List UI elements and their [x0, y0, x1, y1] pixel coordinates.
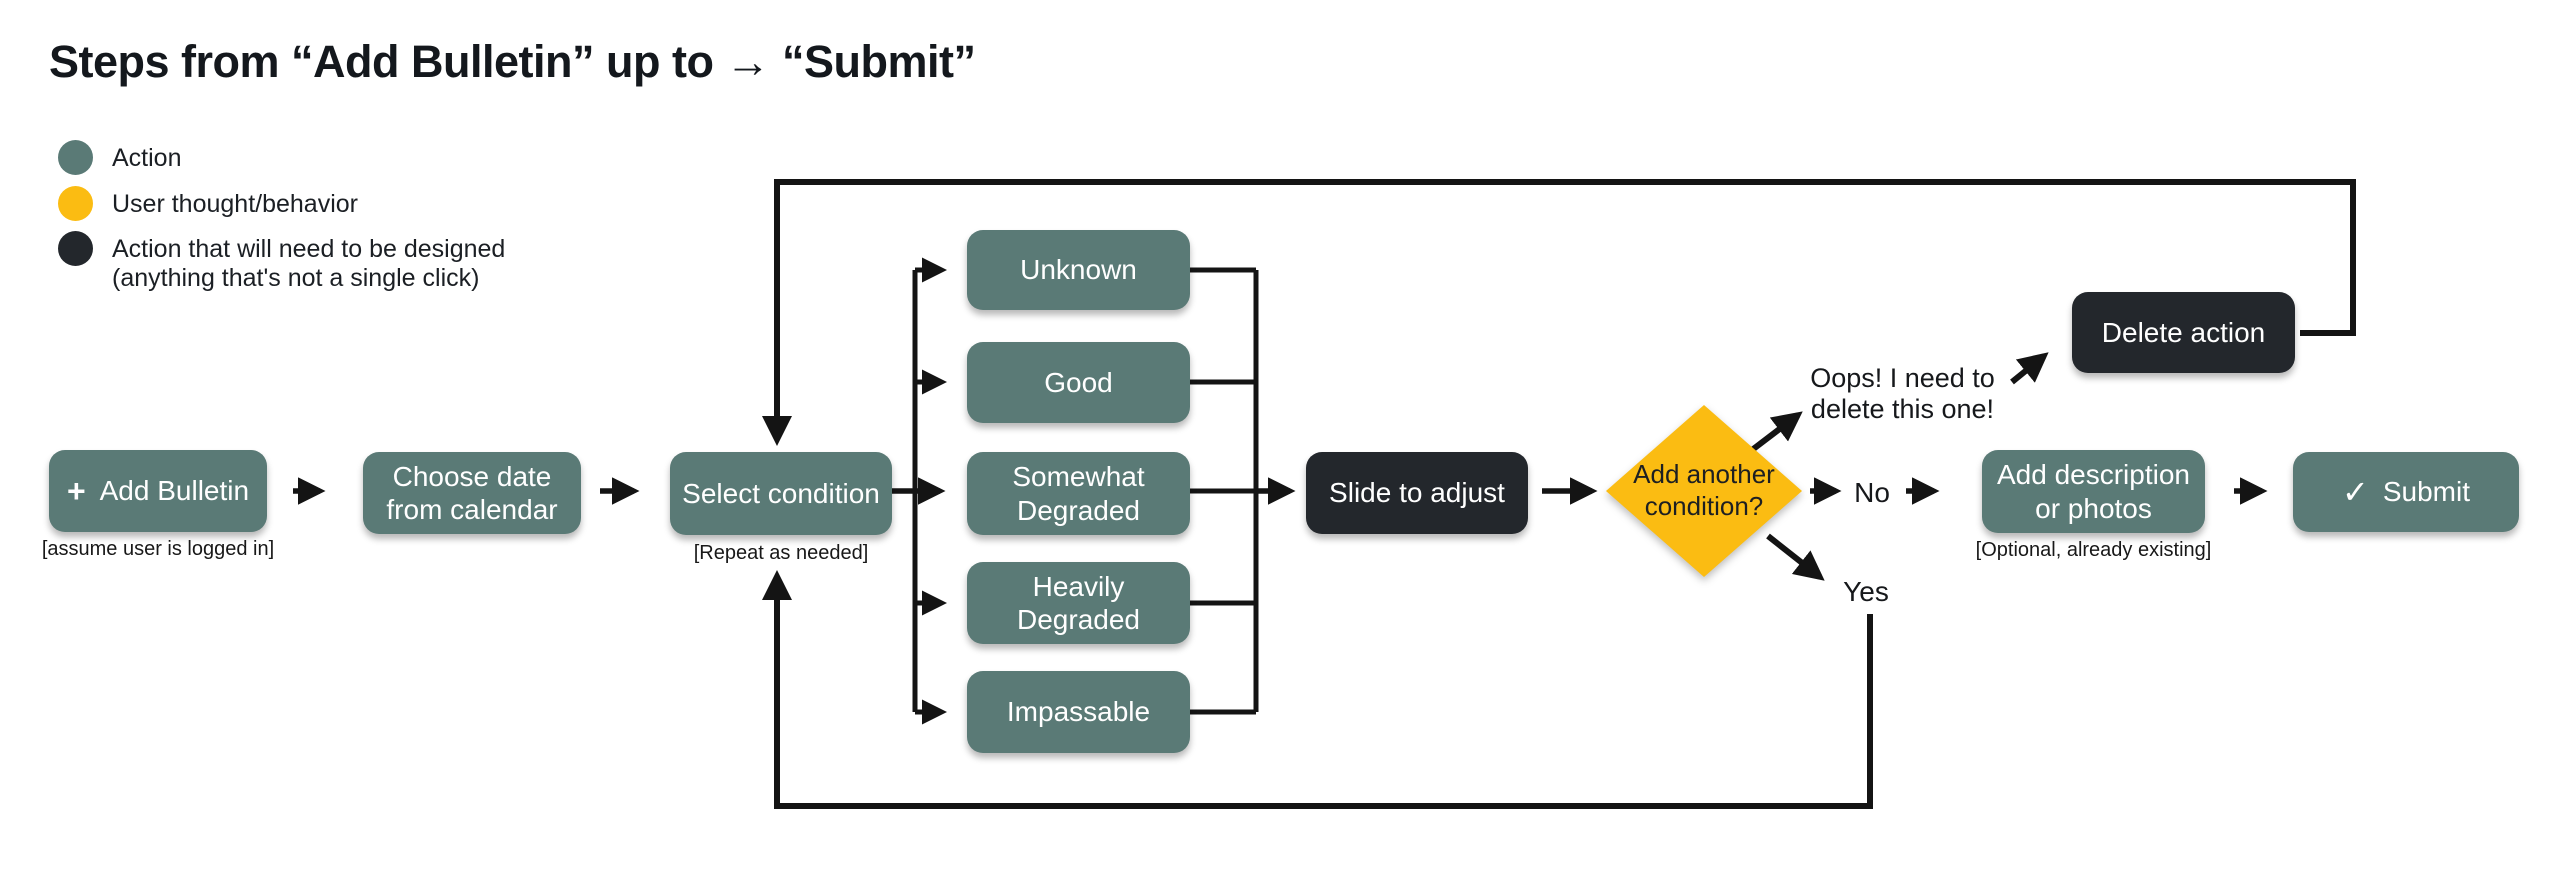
legend-designed-label-line1: Action that will need to be designed	[112, 235, 506, 263]
node-condition-heavily-degraded-label: Heavily Degraded	[1017, 570, 1140, 635]
node-condition-good[interactable]: Good	[967, 342, 1190, 423]
arrow-oops-note-to-delete-action	[2010, 352, 2049, 385]
check-icon: ✓	[2342, 474, 2369, 510]
node-delete-action[interactable]: Delete action	[2072, 292, 2295, 373]
node-choose-date-label: Choose date from calendar	[386, 460, 558, 525]
page-title: Steps from “Add Bulletin” up to → “Submi…	[49, 36, 976, 87]
oops-note-line1: Oops! I need to	[1810, 363, 1995, 393]
node-condition-good-label: Good	[1044, 366, 1113, 398]
oops-note: Oops! I need to delete this one!	[1810, 363, 1995, 425]
decision-label: Add another condition?	[1633, 459, 1775, 521]
node-condition-heavily-degraded[interactable]: Heavily Degraded	[967, 562, 1190, 644]
node-delete-action-label: Delete action	[2101, 316, 2266, 348]
node-choose-date[interactable]: Choose date from calendar	[363, 452, 581, 534]
legend-thought-label: User thought/behavior	[112, 190, 358, 218]
node-select-condition[interactable]: Select condition	[670, 452, 892, 535]
oops-note-line2: delete this one!	[1810, 394, 1995, 424]
legend-thought-dot-icon	[58, 186, 93, 221]
loop-yes-to-select-condition	[762, 570, 1873, 809]
node-add-bulletin[interactable]: + Add Bulletin	[49, 450, 267, 532]
caption-repeat-as-needed: [Repeat as needed]	[693, 542, 869, 564]
node-submit[interactable]: ✓ Submit	[2293, 452, 2519, 532]
arrow-decision-to-oops-note	[1750, 411, 1803, 453]
caption-assume-logged-in: [assume user is logged in]	[41, 538, 275, 560]
node-submit-label: Submit	[2382, 476, 2470, 508]
branch-no-label: No	[1854, 477, 1890, 508]
node-add-description[interactable]: Add description or photos	[1982, 450, 2205, 533]
node-slide-to-adjust-label: Slide to adjust	[1329, 477, 1505, 509]
legend-action-dot-icon	[58, 140, 93, 175]
node-condition-somewhat-degraded[interactable]: Somewhat Degraded	[967, 452, 1190, 535]
node-condition-somewhat-degraded-label: Somewhat Degraded	[1012, 461, 1145, 526]
legend-designed-label: Action that will need to be designed (an…	[112, 235, 505, 293]
loop-delete-action-to-select-condition	[762, 179, 2356, 446]
node-condition-unknown[interactable]: Unknown	[967, 230, 1190, 310]
branch-yes-label: Yes	[1843, 576, 1889, 607]
legend-designed-label-line2: (anything that's not a single click)	[112, 264, 480, 292]
node-add-description-label: Add description or photos	[1996, 459, 2190, 524]
node-add-bulletin-label: Add Bulletin	[99, 475, 250, 507]
legend-action-label: Action	[112, 144, 182, 172]
arrow-decision-to-yes	[1766, 533, 1825, 581]
node-slide-to-adjust[interactable]: Slide to adjust	[1306, 452, 1528, 534]
caption-optional-already-existing: [Optional, already existing]	[1975, 539, 2212, 561]
plus-icon: +	[66, 473, 86, 509]
decision-diamond-shape[interactable]	[1606, 405, 1802, 577]
node-condition-impassable[interactable]: Impassable	[967, 671, 1190, 753]
node-select-condition-label: Select condition	[682, 477, 880, 509]
node-condition-impassable-label: Impassable	[1006, 696, 1151, 728]
legend-designed-dot-icon	[58, 231, 93, 266]
node-condition-unknown-label: Unknown	[1020, 254, 1137, 286]
